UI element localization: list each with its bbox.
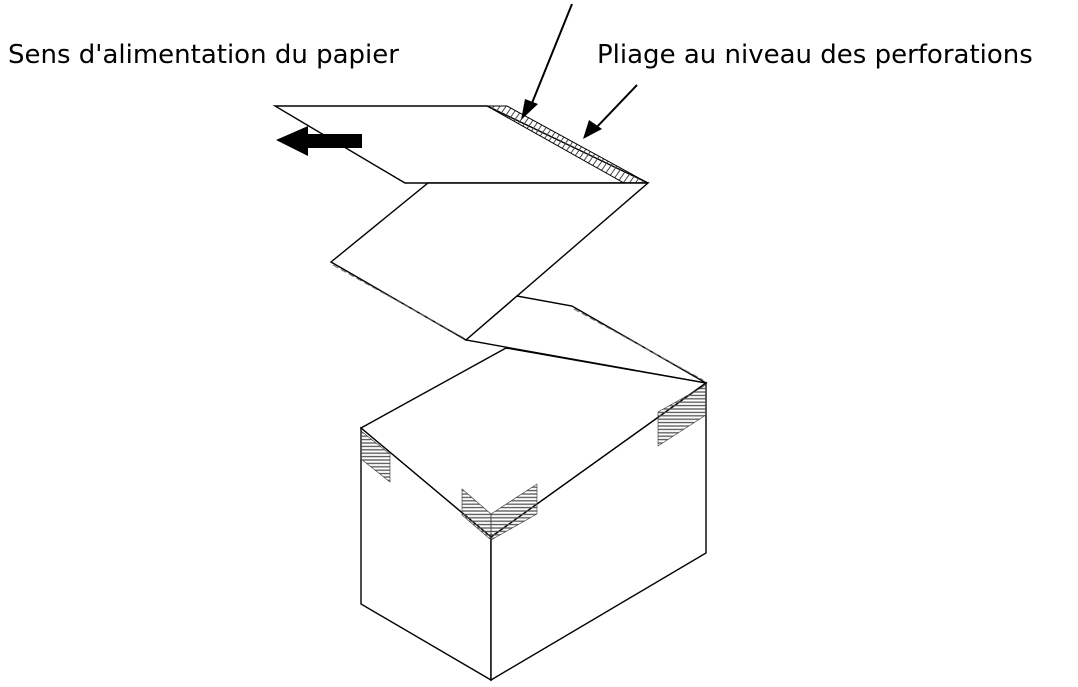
feeding-sheet (272, 105, 649, 184)
stack-edge-hatch-center-right (490, 483, 538, 541)
feed-direction-arrow (276, 126, 362, 156)
middle-sheet (329, 182, 650, 341)
perforation-pointer-arrow (521, 3, 573, 120)
paper-feed-direction-label: Sens d'alimentation du papier (8, 40, 399, 70)
stack-edge-hatch-right (657, 384, 707, 447)
paper-stack (359, 347, 708, 682)
stack-right-face (490, 381, 707, 682)
stack-edge-hatch-left (360, 430, 391, 483)
fold-at-perforations-label: Pliage au niveau des perforations (597, 40, 1033, 70)
fold-pointer-arrow (583, 84, 638, 139)
